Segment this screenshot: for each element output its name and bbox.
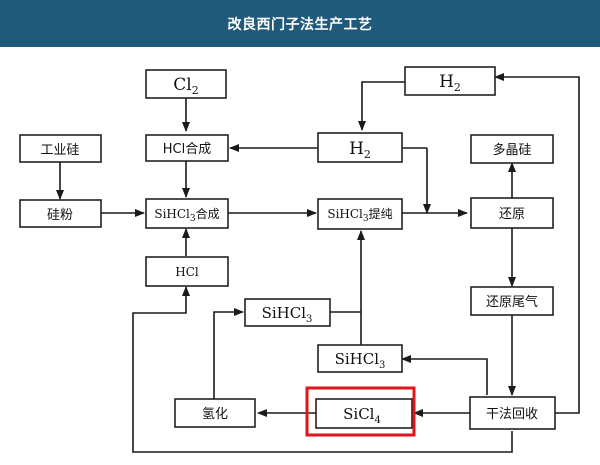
process-diagram: Cl2 H2 工业硅 HCl合成 H2 多晶硅 硅粉 SiHCl3合成 SiHC… [0, 47, 600, 465]
svg-text:硅粉: 硅粉 [47, 208, 73, 223]
node-industrial-silicon: 工业硅 [19, 134, 102, 163]
svg-text:SiHCl3: SiHCl3 [262, 304, 313, 325]
node-silicon-powder: 硅粉 [19, 199, 102, 228]
svg-text:HCl: HCl [175, 265, 199, 279]
node-sihcl3-purification: SiHCl3提纯 [317, 198, 403, 230]
node-reduction-tail-gas: 还原尾气 [470, 286, 554, 316]
node-h2-mid: H2 [317, 132, 403, 163]
arrow-dry-recovery-to-hcl [132, 286, 513, 453]
arrow-dry-recovery-to-sihcl3-b [401, 355, 488, 395]
node-reduction: 还原 [470, 197, 554, 229]
node-sihcl3-left: SiHCl3 [244, 298, 331, 327]
node-sihcl3-synthesis: SiHCl3合成 [145, 198, 229, 229]
svg-text:H2: H2 [349, 139, 371, 161]
arrow-dry-recovery-to-h2-top [494, 73, 580, 414]
svg-text:SiHCl3提纯: SiHCl3提纯 [327, 206, 392, 224]
svg-text:还原尾气: 还原尾气 [486, 294, 538, 310]
svg-text:Cl2: Cl2 [173, 75, 198, 97]
svg-text:氢化: 氢化 [202, 407, 228, 422]
arrow-hydrogenation-to-sihcl3-a [213, 308, 244, 399]
connectors [56, 73, 580, 453]
node-dry-recovery: 干法回收 [469, 396, 556, 430]
page-title-bar: 改良西门子法生产工艺 [0, 0, 600, 47]
svg-text:还原: 还原 [499, 207, 525, 222]
svg-text:H2: H2 [439, 72, 461, 94]
svg-text:多晶硅: 多晶硅 [492, 142, 531, 158]
node-h2-top: H2 [404, 66, 496, 96]
flow-svg: Cl2 H2 工业硅 HCl合成 H2 多晶硅 硅粉 SiHCl3合成 SiHC… [19, 66, 580, 453]
node-polysilicon: 多晶硅 [470, 134, 554, 164]
svg-text:SiCl4: SiCl4 [343, 405, 381, 426]
svg-text:HCl合成: HCl合成 [163, 142, 211, 157]
svg-text:SiHCl3: SiHCl3 [335, 350, 386, 371]
svg-text:SiHCl3合成: SiHCl3合成 [154, 206, 219, 224]
node-sihcl3-right: SiHCl3 [317, 344, 403, 373]
arrow-h2-top-to-h2-mid [358, 81, 405, 131]
page-title: 改良西门子法生产工艺 [227, 16, 373, 33]
node-hcl-synthesis: HCl合成 [145, 134, 229, 162]
svg-text:干法回收: 干法回收 [486, 407, 538, 422]
node-hcl: HCl [145, 256, 229, 287]
node-sicl4: SiCl4 [315, 398, 413, 429]
node-cl2: Cl2 [145, 69, 227, 99]
node-hydrogenation: 氢化 [174, 398, 256, 428]
sicl4-highlight-box [305, 386, 416, 437]
svg-text:工业硅: 工业硅 [40, 143, 79, 158]
